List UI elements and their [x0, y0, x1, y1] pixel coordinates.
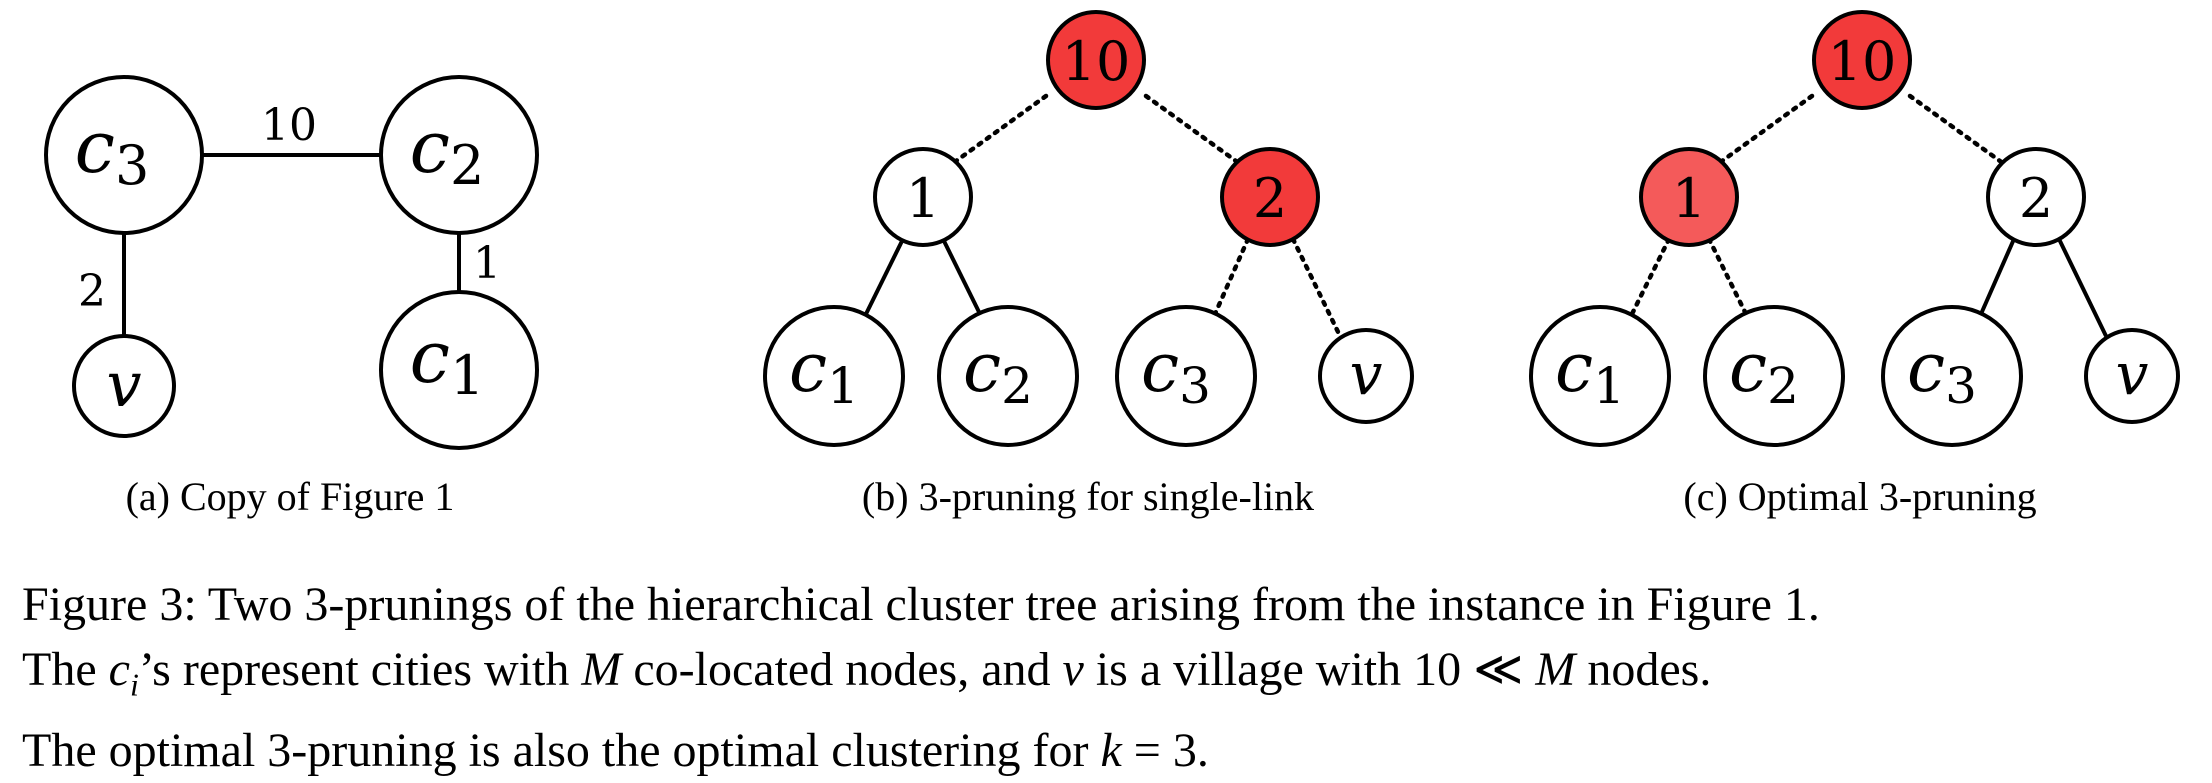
node-2-label: 2	[2019, 167, 2053, 230]
node-root-label: 10	[1062, 30, 1131, 93]
figure-3: c3 c2 c1 v 10 2 1 (a) Copy of Figure 1 1…	[44, 10, 2180, 519]
edge-root-2	[1907, 93, 2014, 172]
leaf-c3	[1115, 305, 1257, 447]
node-root-10	[1812, 10, 1912, 110]
leaf-c1	[1529, 305, 1671, 447]
node-root-label: 10	[1828, 30, 1897, 93]
node-2	[1986, 147, 2086, 247]
node-v-label: v	[106, 348, 141, 421]
edge-root-2	[1143, 93, 1250, 172]
leaf-c2-label: c2	[963, 329, 1033, 415]
edge-2-c3	[1212, 236, 1251, 317]
leaf-v-label: v	[1350, 340, 1383, 408]
panel-a-caption: (a) Copy of Figure 1	[126, 474, 455, 519]
panel-b-tree: 10 1 2 c1 c2 c3 v (b) 3-pruning for sing…	[763, 10, 1414, 519]
node-1	[873, 147, 973, 247]
leaf-c3	[1881, 305, 2023, 447]
edge-2-v	[1290, 236, 1343, 339]
panel-c-tree: 10 1 2 c1 c2 c3 v (c) Optimal 3-pruning	[1529, 10, 2180, 519]
node-c3	[44, 75, 204, 235]
edge-label-1: 1	[473, 238, 501, 289]
panel-a-graph: c3 c2 c1 v 10 2 1 (a) Copy of Figure 1	[44, 75, 539, 519]
node-1	[1639, 147, 1739, 247]
node-c1-label: c1	[410, 315, 485, 407]
figure-caption: Figure 3: Two 3-prunings of the hierarch…	[22, 572, 2212, 783]
edge-2-v	[2057, 238, 2108, 337]
node-2-label: 2	[1253, 167, 1287, 230]
edge-1-c2	[1706, 236, 1749, 317]
leaf-v	[2084, 328, 2180, 424]
node-c1	[379, 290, 539, 450]
edge-label-2: 2	[78, 266, 106, 317]
leaf-v	[1318, 328, 1414, 424]
node-c2-label: c2	[410, 105, 485, 197]
edge-root-1	[942, 93, 1049, 172]
panel-b-caption: (b) 3-pruning for single-link	[862, 474, 1314, 519]
edge-root-1	[1708, 93, 1815, 172]
leaf-c2-label: c2	[1729, 329, 1799, 415]
edge-1-c2	[941, 238, 982, 315]
leaf-c3-label: c3	[1141, 329, 1211, 415]
leaf-c1-label: c1	[789, 329, 859, 415]
leaf-c2	[1703, 305, 1845, 447]
panel-c-caption: (c) Optimal 3-pruning	[1683, 474, 2036, 519]
node-v	[72, 334, 176, 438]
edge-label-10: 10	[261, 100, 317, 151]
node-2	[1220, 147, 1320, 247]
node-1-label: 1	[906, 167, 940, 230]
leaf-c3-label: c3	[1907, 329, 1977, 415]
caption-line-1: Figure 3: Two 3-prunings of the hierarch…	[22, 578, 1820, 631]
node-c2	[379, 75, 539, 235]
edge-2-c3	[1979, 238, 2016, 315]
leaf-c1	[763, 305, 905, 447]
edge-1-c1	[864, 238, 905, 315]
edge-1-c1	[1629, 236, 1672, 317]
leaf-c2	[937, 305, 1079, 447]
leaf-c1-label: c1	[1555, 329, 1625, 415]
node-c3-label: c3	[75, 105, 150, 197]
node-1-label: 1	[1672, 167, 1706, 230]
caption-line-2: The ci’s represent cities with M co-loca…	[22, 643, 1712, 703]
leaf-v-label: v	[2116, 340, 2149, 408]
node-root-10	[1046, 10, 1146, 110]
caption-line-3: The optimal 3-pruning is also the optima…	[22, 723, 1209, 777]
